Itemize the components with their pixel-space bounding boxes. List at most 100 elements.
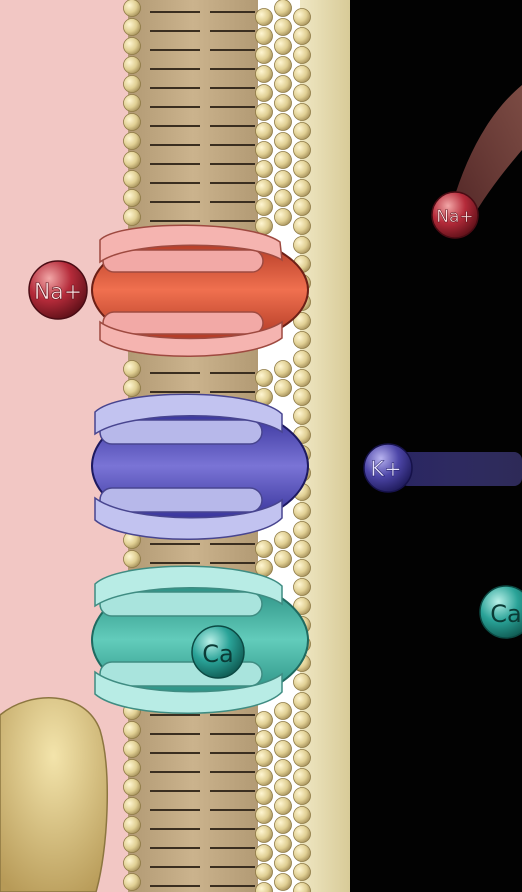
lipid-head	[124, 114, 141, 131]
lipid-head	[294, 9, 311, 26]
lipid-head	[294, 826, 311, 843]
na-ion-left: Na+	[29, 261, 87, 319]
lipid-head	[294, 560, 311, 577]
lipid-head	[294, 389, 311, 406]
lipid-head	[256, 123, 273, 140]
lipid-head	[124, 855, 141, 872]
lipid-head	[124, 76, 141, 93]
lipid-head	[294, 503, 311, 520]
lipid-head	[124, 836, 141, 853]
lipid-head	[275, 817, 292, 834]
lipid-head	[275, 152, 292, 169]
lipid-head	[124, 779, 141, 796]
lipid-head	[294, 522, 311, 539]
lipid-head	[275, 798, 292, 815]
lipid-head	[275, 133, 292, 150]
lipid-head	[124, 152, 141, 169]
lipid-head	[124, 0, 141, 17]
lipid-head	[294, 370, 311, 387]
lipid-head	[294, 351, 311, 368]
lipid-head	[294, 142, 311, 159]
lipid-head	[256, 845, 273, 862]
lipid-head	[275, 874, 292, 891]
lipid-head	[124, 874, 141, 891]
lipid-head	[275, 171, 292, 188]
lipid-head	[124, 171, 141, 188]
lipid-head	[275, 760, 292, 777]
lipid-head	[294, 788, 311, 805]
lipid-head	[275, 19, 292, 36]
lipid-head	[275, 190, 292, 207]
lipid-head	[294, 750, 311, 767]
lipid-head	[256, 370, 273, 387]
lipid-head	[256, 47, 273, 64]
lipid-head	[275, 361, 292, 378]
na-ion-right-label: Na+	[436, 207, 473, 227]
k-ion-right-label: K+	[370, 457, 401, 481]
lipid-head	[294, 28, 311, 45]
lipid-head	[275, 703, 292, 720]
lipid-head	[256, 161, 273, 178]
lipid-head	[124, 722, 141, 739]
lipid-head	[256, 85, 273, 102]
lipid-head	[275, 57, 292, 74]
lipid-head	[275, 0, 292, 17]
lipid-head	[124, 380, 141, 397]
lipid-head	[256, 750, 273, 767]
lipid-head	[124, 57, 141, 74]
lipid-head	[275, 779, 292, 796]
lipid-head	[275, 855, 292, 872]
lipid-head	[294, 123, 311, 140]
lipid-head	[124, 798, 141, 815]
lipid-head	[275, 76, 292, 93]
lipid-head	[294, 47, 311, 64]
lipid-head	[275, 551, 292, 568]
lipid-head	[256, 199, 273, 216]
lipid-head	[275, 722, 292, 739]
lipid-head	[256, 883, 273, 892]
lipid-head	[294, 332, 311, 349]
lipid-head	[294, 693, 311, 710]
lipid-head	[294, 199, 311, 216]
lipid-head	[294, 85, 311, 102]
lipid-head	[124, 133, 141, 150]
lipid-head	[294, 218, 311, 235]
lipid-head	[256, 28, 273, 45]
lipid-head	[275, 209, 292, 226]
lipid-head	[275, 38, 292, 55]
lipid-head	[275, 95, 292, 112]
lipid-head	[256, 712, 273, 729]
lipid-head	[294, 104, 311, 121]
lipid-head	[256, 864, 273, 881]
lipid-head	[124, 190, 141, 207]
lipid-head	[294, 180, 311, 197]
lipid-head	[256, 142, 273, 159]
lipid-head	[275, 114, 292, 131]
lipid-head	[294, 712, 311, 729]
lipid-head	[256, 218, 273, 235]
lipid-head	[124, 551, 141, 568]
lipid-head	[124, 817, 141, 834]
lipid-head	[294, 66, 311, 83]
lipid-head	[124, 38, 141, 55]
sodium-channel	[92, 225, 308, 356]
lipid-head	[256, 180, 273, 197]
lipid-head	[275, 836, 292, 853]
lipid-head	[294, 845, 311, 862]
ca-ion-channel: Ca	[192, 626, 244, 678]
lipid-head	[294, 864, 311, 881]
lipid-head	[124, 209, 141, 226]
lipid-head	[294, 541, 311, 558]
lipid-head	[256, 66, 273, 83]
lipid-head	[256, 9, 273, 26]
lipid-head	[275, 380, 292, 397]
cytoskeleton-blob	[0, 698, 107, 892]
lipid-head	[256, 541, 273, 558]
lipid-head	[294, 731, 311, 748]
lipid-head	[294, 807, 311, 824]
ca-ion-channel-label: Ca	[202, 640, 233, 668]
lipid-head	[256, 731, 273, 748]
lipid-head	[124, 19, 141, 36]
